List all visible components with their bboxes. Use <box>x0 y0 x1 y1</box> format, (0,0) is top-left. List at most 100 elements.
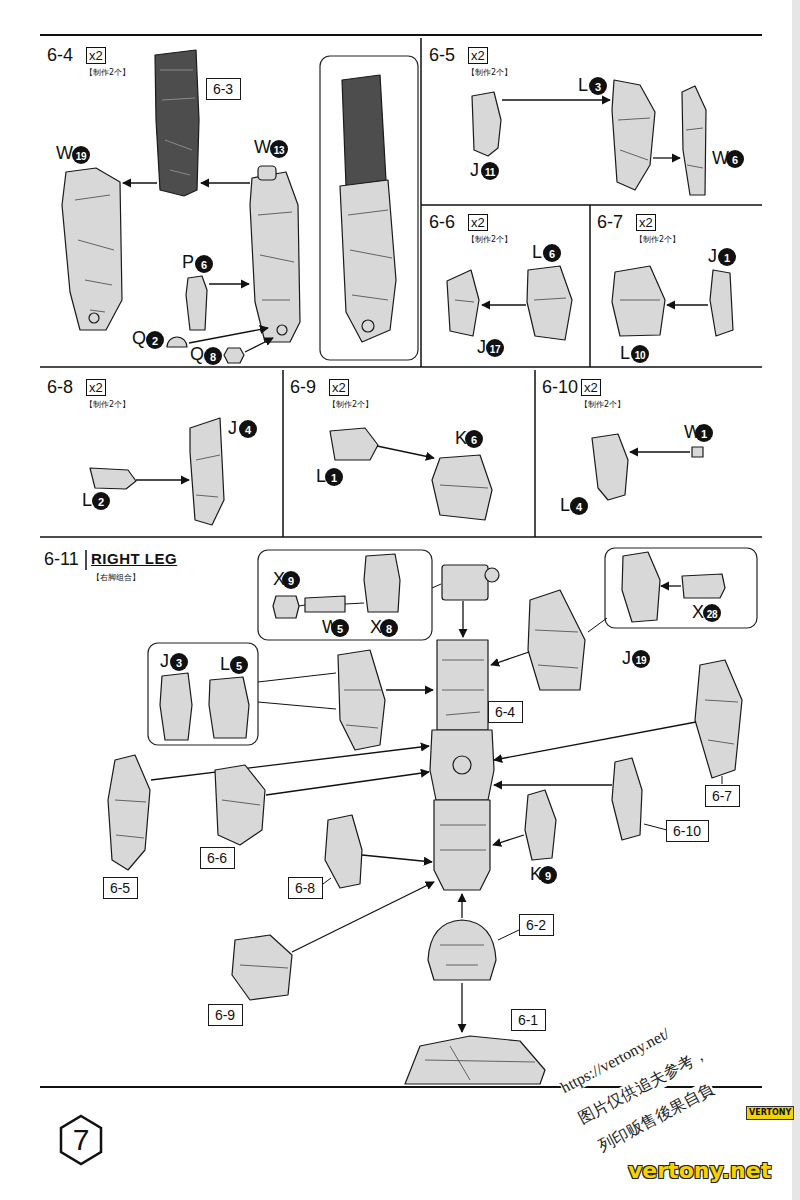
part-letter: L <box>560 494 570 516</box>
step-6-11-art <box>240 965 288 968</box>
part-number-badge: 2 <box>92 492 110 510</box>
step-6-11-art <box>405 1036 545 1084</box>
part-number: 8 <box>210 348 216 366</box>
subassembly-ref: 6-9 <box>208 1004 243 1026</box>
part-number: 4 <box>245 421 251 439</box>
part-number-badge: 5 <box>331 619 349 637</box>
step-6-8-art <box>90 468 136 489</box>
quantity-note: 【制作2个】 <box>85 68 130 78</box>
step-6-11-art <box>461 983 462 1032</box>
step-6-4-art <box>155 50 199 196</box>
step-number: 6-4 <box>47 44 73 66</box>
quantity-badge: x2 <box>636 214 656 231</box>
step-6-11-art <box>386 689 433 690</box>
part-number-badge: 3 <box>589 77 607 95</box>
part-number-badge: 4 <box>239 420 257 438</box>
ref-label: 6-6 <box>202 848 232 868</box>
part-number-badge: 9 <box>539 866 557 884</box>
step-panel: 6-6x2【制作2个】 <box>422 205 590 365</box>
part-number: 6 <box>471 431 477 449</box>
step-6-11-art <box>442 660 484 715</box>
step-6-11-art <box>535 630 578 668</box>
step-number: 6-5 <box>429 44 455 66</box>
step-6-11-art <box>461 894 462 918</box>
ref-label: 6-10 <box>668 821 706 841</box>
page-number: 7 <box>73 1123 90 1157</box>
step-6-11-art <box>705 700 738 744</box>
step-6-9-art <box>330 428 378 460</box>
part-number: 11 <box>485 164 495 182</box>
step-6-11-art <box>325 815 362 888</box>
part-number: 9 <box>545 867 551 885</box>
part-number: 2 <box>98 493 104 511</box>
step-6-4-art <box>224 348 244 363</box>
step-6-11-art <box>622 552 660 622</box>
step-6-6-art <box>455 298 566 302</box>
step-number: 6-7 <box>597 211 623 233</box>
site-watermark: vertony.net <box>628 1158 771 1184</box>
quantity-note: 【制作2个】 <box>580 400 625 410</box>
part-letter: J <box>228 417 237 439</box>
part-letter: L <box>220 653 230 675</box>
step-6-11-art <box>494 784 612 785</box>
part-number-badge: 6 <box>465 430 483 448</box>
part-number: 9 <box>288 572 294 590</box>
step-6-7-art <box>667 304 708 305</box>
ref-label: 6-9 <box>210 1005 240 1025</box>
step-6-11-art <box>605 548 757 628</box>
step-6-11-art <box>323 878 331 884</box>
step-number: 6-6 <box>429 211 455 233</box>
step-6-11-art <box>362 855 432 862</box>
part-letter: J <box>160 650 169 672</box>
step-6-4-art <box>342 75 386 186</box>
step-6-6-art <box>447 270 479 336</box>
step-panel: 6-4x2【制作2个】6-3 <box>40 38 420 365</box>
step-6-4-art <box>89 313 99 323</box>
step-panel: 6-8x2【制作2个】 <box>40 370 283 535</box>
step-6-9-art <box>440 485 488 488</box>
step-6-4-art <box>362 320 374 332</box>
step-6-11-art <box>222 800 260 805</box>
step-6-11-art <box>151 746 429 780</box>
part-number-badge: 1 <box>718 248 736 266</box>
step-6-4-art <box>123 182 157 183</box>
step-6-11-art <box>494 722 696 760</box>
quantity-badge: x2 <box>468 214 488 231</box>
part-number: 1 <box>724 249 730 267</box>
step-6-9-art <box>377 446 434 458</box>
step-6-4-art <box>186 276 207 330</box>
panel-rules <box>40 38 762 537</box>
step-6-4-art <box>340 180 396 342</box>
part-number: 6 <box>732 151 738 169</box>
step-6-5-art <box>612 80 655 190</box>
part-number-badge: 5 <box>230 656 248 674</box>
brand-logo: VERTONY <box>746 1106 794 1120</box>
part-number-badge: 4 <box>570 497 588 515</box>
step-6-4-art <box>160 70 195 175</box>
part-number: 6 <box>549 245 555 263</box>
step-6-11-art <box>440 945 484 965</box>
step-6-11-art <box>108 548 757 1084</box>
step-6-11-art <box>453 756 471 774</box>
part-number: 1 <box>701 425 707 443</box>
part-number: 4 <box>576 498 582 516</box>
step-6-11-art <box>232 935 292 1000</box>
step-6-8-art <box>90 418 224 525</box>
quantity-note: 【制作2个】 <box>85 400 130 410</box>
part-number-badge: 19 <box>72 146 90 164</box>
step-6-5-art <box>686 128 703 168</box>
step-6-8-art <box>190 418 224 525</box>
step-6-9-art <box>330 428 492 520</box>
step-6-11-art <box>485 568 499 582</box>
part-number: 5 <box>337 620 343 638</box>
step-6-11-art <box>491 652 529 665</box>
part-letter: J <box>622 647 631 669</box>
step-number: 6-10 <box>542 376 578 398</box>
step-6-9-art <box>432 455 492 520</box>
ref-label: 6-4 <box>490 702 520 722</box>
quantity-badge: x2 <box>581 379 601 396</box>
step-6-4-art <box>167 337 187 347</box>
part-number-badge: 1 <box>695 424 713 442</box>
subassembly-ref: 6-7 <box>705 785 740 807</box>
